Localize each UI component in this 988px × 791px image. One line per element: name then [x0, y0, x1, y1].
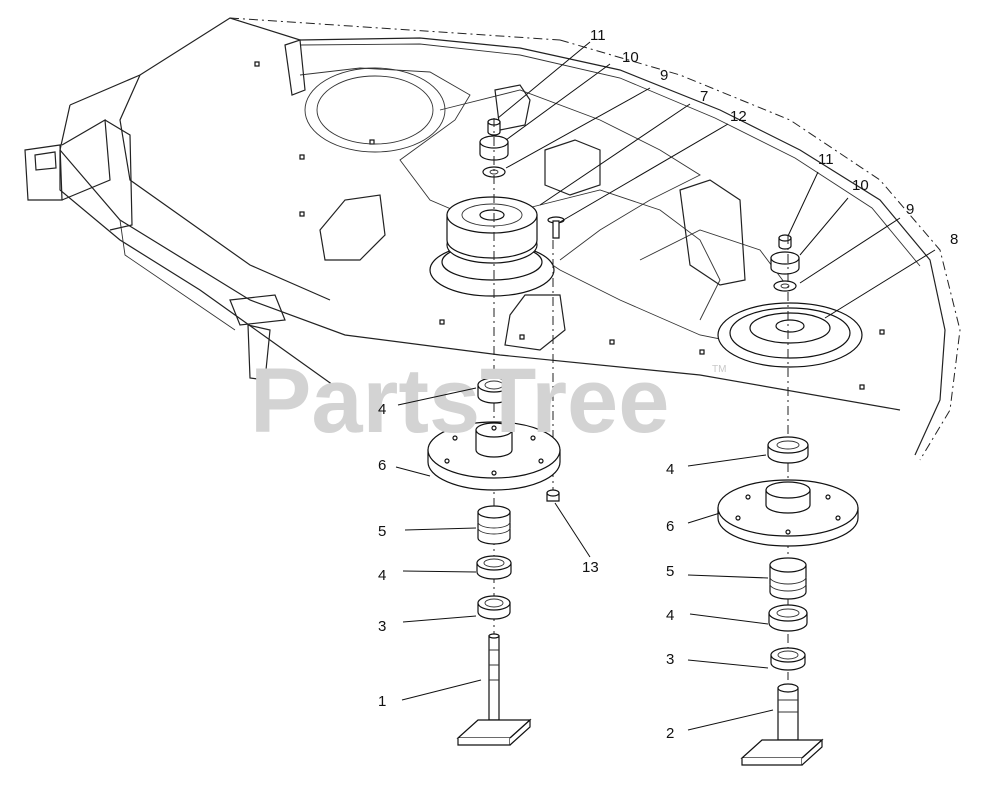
callout-8: 8 [950, 231, 958, 248]
callout-10-right: 10 [852, 177, 869, 194]
callout-7: 7 [700, 88, 708, 105]
callout-4-left-mid: 4 [378, 567, 386, 584]
bolt-12 [547, 216, 565, 239]
watermark: PartsTree TM [250, 350, 726, 452]
right-spindle-stack [717, 436, 859, 766]
right-spindle-pulley [717, 302, 863, 368]
left-nut-stack [479, 118, 509, 178]
callout-1: 1 [378, 693, 386, 710]
callout-6-left: 6 [378, 457, 386, 474]
callout-6-right: 6 [666, 518, 674, 535]
leader-lines [395, 41, 936, 731]
callout-3-left: 3 [378, 618, 386, 635]
callout-2: 2 [666, 725, 674, 742]
callout-9-right: 9 [906, 201, 914, 218]
watermark-trademark: TM [712, 364, 726, 375]
callout-4-left-top: 4 [378, 401, 386, 418]
mower-deck [24, 17, 961, 461]
callout-labels: 11 10 9 7 12 11 10 9 8 4 6 5 4 3 1 13 4 … [378, 27, 958, 742]
right-nut-stack [770, 234, 800, 292]
callout-5-right: 5 [666, 563, 674, 580]
callout-11-left: 11 [590, 27, 606, 44]
callout-13: 13 [582, 559, 599, 576]
watermark-text: PartsTree [250, 350, 669, 452]
callout-10-left: 10 [622, 49, 639, 66]
left-spindle-stack [427, 377, 561, 746]
callout-4-right-mid: 4 [666, 607, 674, 624]
callout-3-right: 3 [666, 651, 674, 668]
callout-12: 12 [730, 108, 747, 125]
callout-4-right-top: 4 [666, 461, 674, 478]
callout-9-left: 9 [660, 67, 668, 84]
left-spindle-pulley [429, 196, 555, 297]
callout-5-left: 5 [378, 523, 386, 540]
callout-11-right: 11 [818, 151, 834, 168]
